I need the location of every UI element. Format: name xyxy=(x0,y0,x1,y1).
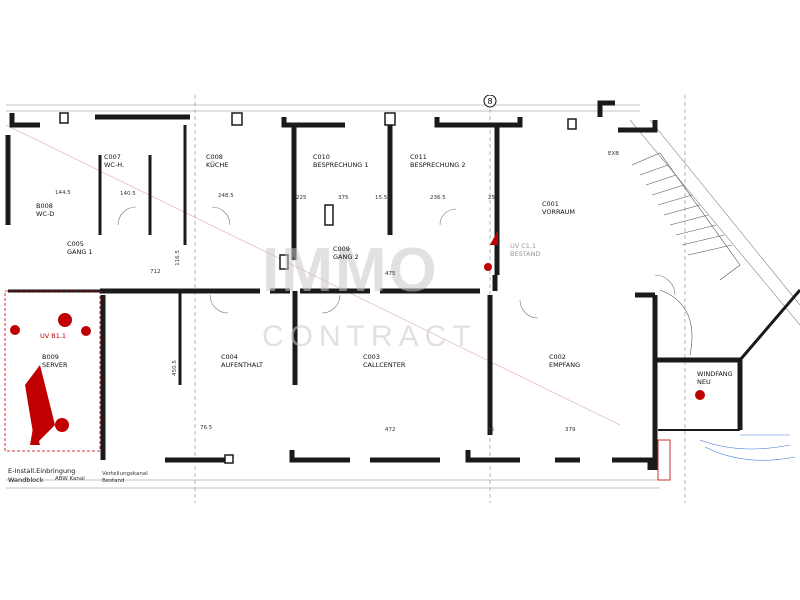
dimension-label: 375 xyxy=(338,195,349,201)
annotation-einbringung: E-Install.Einbringung xyxy=(8,467,76,475)
annotation-verteilung-2: Bestand xyxy=(102,478,125,484)
walls xyxy=(5,100,800,470)
electrical-markers xyxy=(4,230,705,481)
svg-text:8: 8 xyxy=(487,97,492,106)
dimension-label: 379 xyxy=(565,427,576,433)
floor-plan-svg: 8 xyxy=(4,95,800,503)
annotation-bestand: BESTAND xyxy=(510,250,541,258)
dimension-label: 76.5 xyxy=(200,425,213,431)
dimension-label: 472 xyxy=(385,427,396,433)
annotation-exb: EXB xyxy=(608,151,620,157)
blue-lines xyxy=(699,434,796,461)
dimension-label: 15.5 xyxy=(375,195,388,201)
dimension-label: 140.5 xyxy=(120,191,136,197)
door-swings xyxy=(117,206,676,319)
annotation-uv-c11: UV C1.1 xyxy=(510,242,537,250)
watermark-logo: IMMO xyxy=(262,236,439,305)
room-label-windfang: WINDFANG NEU xyxy=(697,370,733,386)
staircase xyxy=(631,152,741,356)
dimension-label: 475 xyxy=(385,271,396,277)
annotation-verteilung-1: Verteilungskanal xyxy=(102,471,148,477)
grid-marker: 8 xyxy=(483,95,497,108)
annotation-wandblock: Wandblock xyxy=(8,476,44,484)
dimension-label: 712 xyxy=(150,269,161,275)
dimension-label: 144.5 xyxy=(55,190,71,196)
watermark-subtext: CONTRACT xyxy=(262,320,477,353)
annotation-abw-kanal: ABW Kanal xyxy=(55,476,85,482)
dimension-label: 450.5 xyxy=(171,360,178,376)
dimension-label: 116.5 xyxy=(174,250,181,266)
dimension-label: 248.5 xyxy=(218,193,234,199)
dimension-label: 36 xyxy=(487,427,494,433)
dimension-label: 236.5 xyxy=(430,195,446,201)
dimension-label: 225 xyxy=(296,195,307,201)
dimension-label: 25 xyxy=(488,195,495,201)
annotation-uv-b11: UV B1.1 xyxy=(40,332,67,340)
columns xyxy=(59,112,577,464)
